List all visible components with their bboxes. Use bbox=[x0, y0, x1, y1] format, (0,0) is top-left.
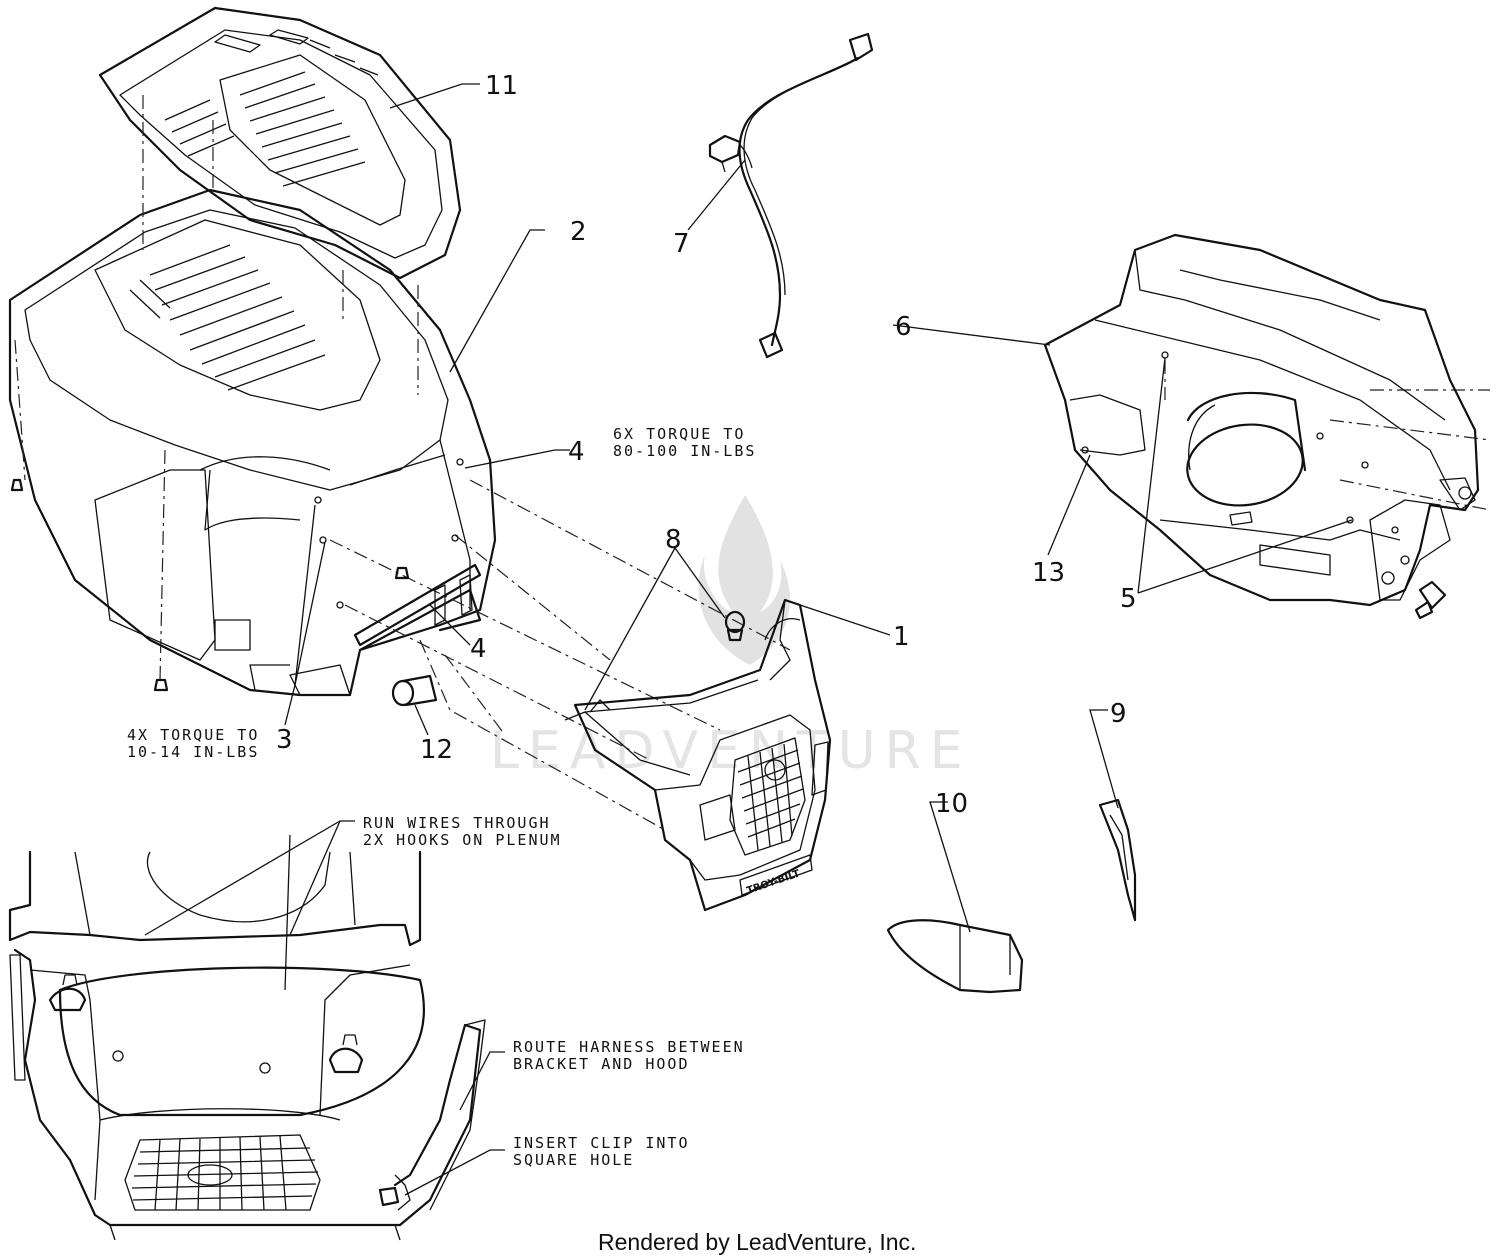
note-torque-4x-line1: 4X TORQUE TO bbox=[127, 726, 259, 744]
callout-10: 10 bbox=[935, 789, 968, 819]
notes: 6X TORQUE TO 80-100 IN-LBS 4X TORQUE TO … bbox=[127, 425, 756, 1169]
footer-credit: Rendered by LeadVenture, Inc. bbox=[598, 1229, 916, 1255]
note-torque-6x-line1: 6X TORQUE TO bbox=[613, 425, 745, 443]
part-10-headlight-lens bbox=[886, 919, 1024, 994]
callout-7: 7 bbox=[673, 229, 690, 259]
part-2-main-hood bbox=[8, 188, 497, 697]
note-harness-line1: ROUTE HARNESS BETWEEN bbox=[513, 1038, 745, 1056]
part-8-bulb bbox=[589, 610, 746, 713]
detail-view bbox=[8, 850, 486, 1241]
watermark: LEADVENTURE bbox=[490, 495, 972, 781]
callout-2: 2 bbox=[570, 217, 587, 247]
callout-4-lower: 4 bbox=[470, 634, 487, 664]
grille-mesh bbox=[729, 737, 806, 856]
note-wires-line2: 2X HOOKS ON PLENUM bbox=[363, 831, 562, 849]
note-clip-line2: SQUARE HOLE bbox=[513, 1151, 634, 1169]
hood-insert-vents bbox=[164, 29, 379, 187]
callout-1: 1 bbox=[893, 622, 910, 652]
callout-9: 9 bbox=[1110, 699, 1127, 729]
main-hood-vents bbox=[129, 244, 326, 391]
callout-6: 6 bbox=[895, 312, 912, 342]
callout-12: 12 bbox=[420, 735, 453, 765]
callouts: 11 2 7 6 4 8 13 5 1 4 9 3 12 10 bbox=[276, 71, 1137, 819]
part-7-wire-harness bbox=[708, 32, 874, 359]
note-wires-line1: RUN WIRES THROUGH bbox=[363, 814, 551, 832]
callout-4-upper: 4 bbox=[568, 437, 585, 467]
plenum-duct bbox=[1186, 391, 1307, 507]
note-torque-4x-line2: 10-14 IN-LBS bbox=[127, 743, 259, 761]
screws bbox=[10, 458, 464, 692]
detail-grille bbox=[124, 1134, 321, 1211]
leader-lines bbox=[144, 83, 1353, 1196]
callout-13: 13 bbox=[1032, 558, 1065, 588]
plenum-assembly bbox=[1043, 233, 1480, 620]
note-harness-line2: BRACKET AND HOOD bbox=[513, 1055, 690, 1073]
grille-brand-text: TROY-BILT bbox=[745, 868, 801, 897]
callout-5: 5 bbox=[1120, 584, 1137, 614]
callout-11: 11 bbox=[485, 71, 518, 101]
note-clip-line1: INSERT CLIP INTO bbox=[513, 1134, 690, 1152]
watermark-text: LEADVENTURE bbox=[490, 721, 972, 781]
callout-8: 8 bbox=[665, 525, 682, 555]
part-9-side-trim bbox=[1098, 798, 1137, 922]
flame-logo-icon bbox=[698, 495, 790, 665]
callout-3: 3 bbox=[276, 725, 293, 755]
assembly-lines bbox=[14, 95, 1491, 831]
part-12-clip bbox=[391, 674, 438, 707]
part-11-hood-insert bbox=[98, 6, 462, 280]
note-torque-6x-line2: 80-100 IN-LBS bbox=[613, 442, 756, 460]
